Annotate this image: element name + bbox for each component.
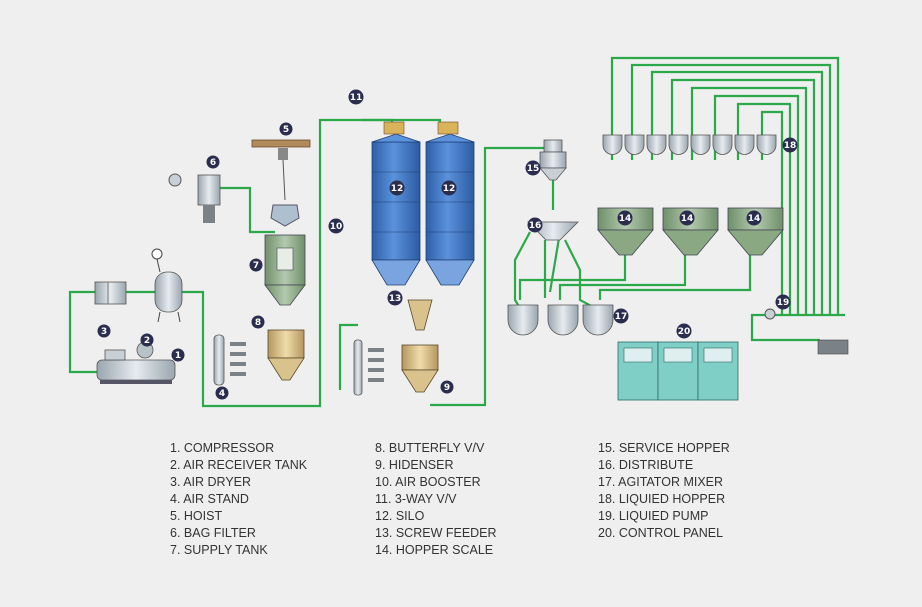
legend-item: 2. AIR RECEIVER TANK (170, 458, 308, 472)
marker-4 (215, 386, 229, 400)
compressor (96, 341, 176, 384)
marker-label-12: 12 (391, 184, 404, 194)
marker-label-13: 13 (389, 294, 402, 304)
legend-column-1: 1. COMPRESSOR 2. AIR RECEIVER TANK 3. AI… (170, 440, 307, 559)
marker-label-5: 5 (283, 125, 289, 135)
marker-label-2: 2 (144, 336, 150, 346)
marker-label-1: 1 (175, 351, 181, 361)
marker-label-10: 10 (330, 222, 343, 232)
marker-14 (679, 210, 695, 226)
marker-6 (206, 155, 220, 169)
legend-item: 16. DISTRIBUTE (598, 458, 694, 472)
legend-item: 11. 3-WAY V/V (375, 492, 457, 506)
legend-item: 18. LIQUIED HOPPER (598, 492, 726, 506)
marker-label-7: 7 (253, 261, 259, 271)
marker-10 (328, 218, 344, 234)
legend-column-2: 8. BUTTERFLY V/V 9. HIDENSER 10. AIR BOO… (375, 440, 497, 559)
legend-item: 20. CONTROL PANEL (598, 526, 724, 540)
hidenser (267, 299, 439, 393)
legend-item: 19. LIQUIED PUMP (598, 509, 709, 523)
marker-label-11: 11 (350, 93, 363, 103)
service-hopper (539, 139, 567, 181)
air-stand (213, 334, 384, 396)
marker-15 (525, 160, 541, 176)
legend-item: 1. COMPRESSOR (170, 441, 275, 455)
control-panel (617, 341, 739, 401)
pipe-network (68, 56, 845, 408)
marker-9 (440, 380, 454, 394)
marker-label-18: 18 (784, 141, 797, 151)
liquid-hoppers (602, 134, 777, 155)
marker-14 (746, 210, 762, 226)
marker-2 (140, 333, 154, 347)
marker-7 (249, 258, 263, 272)
legend-item: 5. HOIST (170, 509, 223, 523)
marker-20 (676, 323, 692, 339)
marker-label-14: 14 (619, 214, 632, 224)
marker-label-3: 3 (101, 327, 107, 337)
air-receiver-tank (151, 248, 183, 323)
marker-label-6: 6 (210, 158, 216, 168)
marker-18 (782, 137, 798, 153)
legend-item: 8. BUTTERFLY V/V (375, 441, 485, 455)
marker-label-14: 14 (681, 214, 694, 224)
legend-item: 13. SCREW FEEDER (375, 526, 497, 540)
marker-17 (613, 308, 629, 324)
legend-item: 3. AIR DRYER (170, 475, 252, 489)
legend-item: 17. AGITATOR MIXER (598, 475, 724, 489)
agitator-mixers (507, 304, 614, 336)
legend-item: 12. SILO (375, 509, 425, 523)
marker-label-4: 4 (219, 389, 225, 399)
legend-item: 14. HOPPER SCALE (375, 543, 494, 557)
marker-3 (97, 324, 111, 338)
marker-16 (527, 217, 543, 233)
marker-19 (775, 294, 791, 310)
marker-13 (387, 290, 403, 306)
marker-label-15: 15 (527, 164, 540, 174)
marker-label-8: 8 (255, 318, 261, 328)
marker-label-12: 12 (443, 184, 456, 194)
marker-1 (171, 348, 185, 362)
legend-column-3: 15. SERVICE HOPPER 16. DISTRIBUTE 17. AG… (598, 440, 730, 542)
marker-11 (348, 89, 364, 105)
bag-filter (168, 173, 221, 223)
marker-label-17: 17 (615, 312, 628, 322)
marker-8 (251, 315, 265, 329)
legend-item: 7. SUPPLY TANK (170, 543, 268, 557)
marker-14 (617, 210, 633, 226)
legend-item: 6. BAG FILTER (170, 526, 256, 540)
supply-tank (264, 234, 306, 306)
marker-label-19: 19 (777, 298, 790, 308)
hoist (251, 139, 311, 227)
legend-item: 10. AIR BOOSTER (375, 475, 481, 489)
marker-label-14: 14 (748, 214, 761, 224)
liquid-pump (764, 308, 849, 355)
marker-label-16: 16 (529, 221, 542, 231)
marker-label-9: 9 (444, 383, 450, 393)
legend-item: 4. AIR STAND (170, 492, 249, 506)
legend-item: 15. SERVICE HOPPER (598, 441, 730, 455)
silos (371, 121, 475, 286)
marker-label-20: 20 (678, 327, 691, 337)
marker-12 (389, 180, 405, 196)
air-dryer (94, 281, 127, 305)
legend-item: 9. HIDENSER (375, 458, 454, 472)
marker-5 (279, 122, 293, 136)
marker-12 (441, 180, 457, 196)
